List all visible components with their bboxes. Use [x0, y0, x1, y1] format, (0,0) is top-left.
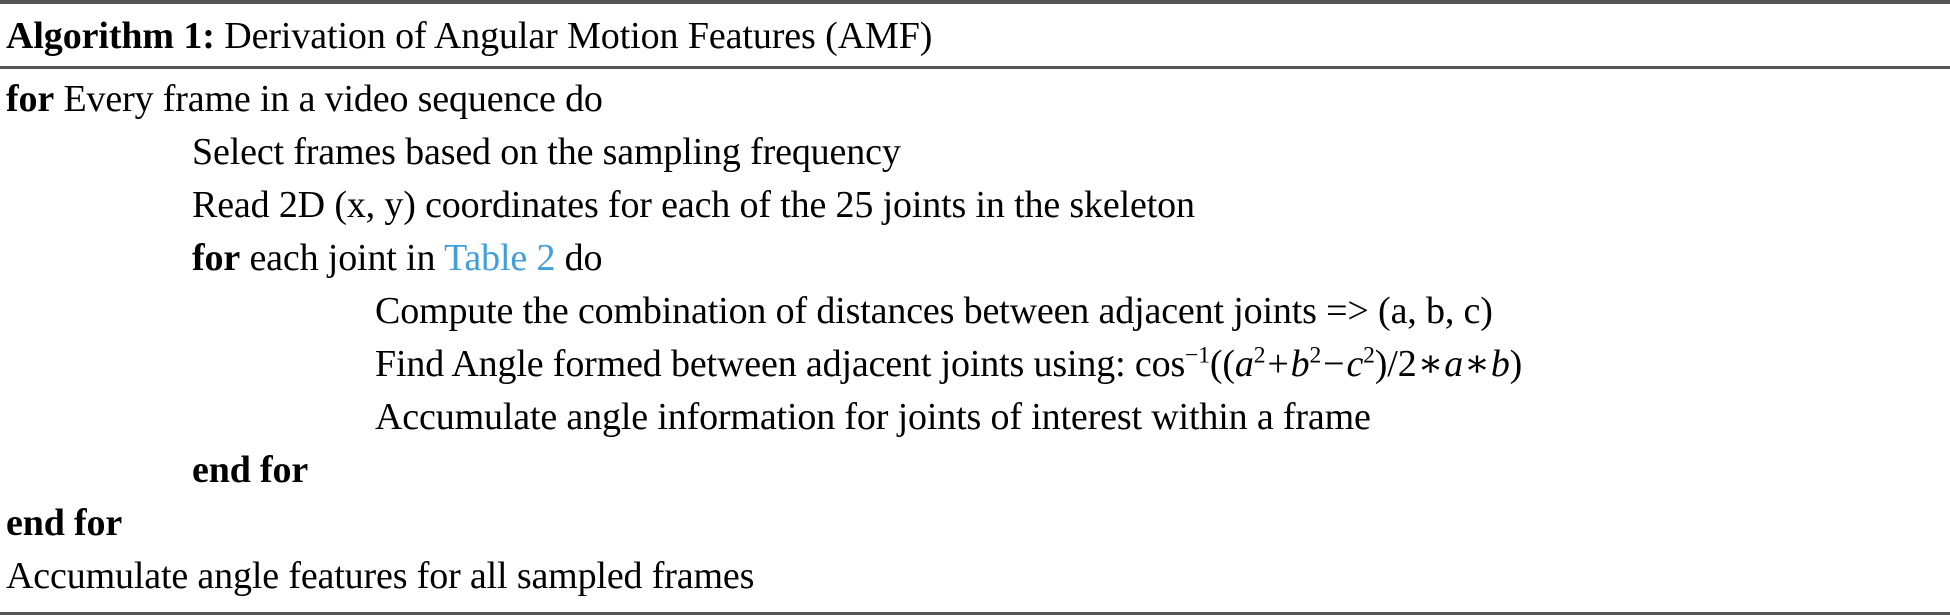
line-select-frames: Select frames based on the sampling freq… — [6, 126, 1950, 179]
algorithm-caption: Algorithm 1: Derivation of Angular Motio… — [0, 7, 1950, 66]
algorithm-caption-text: Derivation of Angular Motion Features (A… — [224, 15, 933, 57]
algorithm-body: for Every frame in a video sequence do S… — [0, 69, 1950, 612]
line-text-after-link: do — [564, 237, 603, 279]
math-pow-a: 2 — [1253, 342, 1266, 369]
bottom-rule — [0, 612, 1950, 615]
math-var-b2: b — [1490, 343, 1510, 385]
math-close-outer: ) — [1509, 343, 1523, 385]
line-for-every-frame: for Every frame in a video sequence do — [6, 73, 1950, 126]
line-end-for-inner: end for — [6, 444, 1950, 497]
line-read-coordinates: Read 2D (x, y) coordinates for each of t… — [6, 179, 1950, 232]
math-var-a2: a — [1444, 343, 1464, 385]
line-compute-distances: Compute the combination of distances bet… — [6, 285, 1950, 338]
title-rule — [0, 66, 1950, 69]
line-text: Read 2D (x, y) coordinates for each of t… — [192, 184, 1195, 226]
math-var-b: b — [1290, 343, 1310, 385]
math-slash: / — [1387, 343, 1398, 385]
keyword-end-for: end for — [192, 449, 309, 491]
math-var-a: a — [1234, 343, 1254, 385]
line-text: Accumulate angle features for all sample… — [6, 555, 755, 597]
line-text: Every frame in a video sequence do — [63, 78, 603, 120]
math-plus: + — [1267, 343, 1289, 385]
line-find-angle: Find Angle formed between adjacent joint… — [6, 338, 1950, 391]
math-var-c: c — [1346, 343, 1364, 385]
line-accumulate-angle-info: Accumulate angle information for joints … — [6, 391, 1950, 444]
line-accumulate-angle-features: Accumulate angle features for all sample… — [6, 550, 1950, 603]
keyword-for: for — [192, 237, 241, 279]
line-end-for-outer: end for — [6, 497, 1950, 550]
math-open-parens: (( — [1209, 343, 1235, 385]
math-cos: cos — [1134, 343, 1186, 385]
line-text-before-math: Find Angle formed between adjacent joint… — [375, 343, 1126, 385]
keyword-for: for — [6, 78, 55, 120]
math-star-2: ∗ — [1464, 343, 1490, 385]
top-rule — [0, 0, 1950, 4]
line-text: Select frames based on the sampling freq… — [192, 131, 901, 173]
line-text-before-link: each joint in — [249, 237, 436, 279]
line-text: Compute the combination of distances bet… — [375, 290, 1493, 332]
math-two: 2 — [1397, 343, 1417, 385]
line-text: Accumulate angle information for joints … — [375, 396, 1371, 438]
table-2-link[interactable]: Table 2 — [444, 237, 556, 279]
line-for-each-joint: for each joint in Table 2 do — [6, 232, 1950, 285]
angle-formula: cos−1((a2+b2−c2)/2∗a∗b) — [1126, 342, 1523, 385]
math-star-1: ∗ — [1417, 343, 1444, 385]
keyword-end-for: end for — [6, 502, 123, 544]
math-close-inner: ) — [1374, 343, 1388, 385]
math-minus: − — [1323, 343, 1345, 385]
math-exponent-neg1: −1 — [1185, 342, 1210, 369]
algorithm-label: Algorithm 1: — [6, 15, 215, 57]
math-pow-c: 2 — [1363, 342, 1375, 369]
math-pow-b: 2 — [1309, 342, 1322, 369]
